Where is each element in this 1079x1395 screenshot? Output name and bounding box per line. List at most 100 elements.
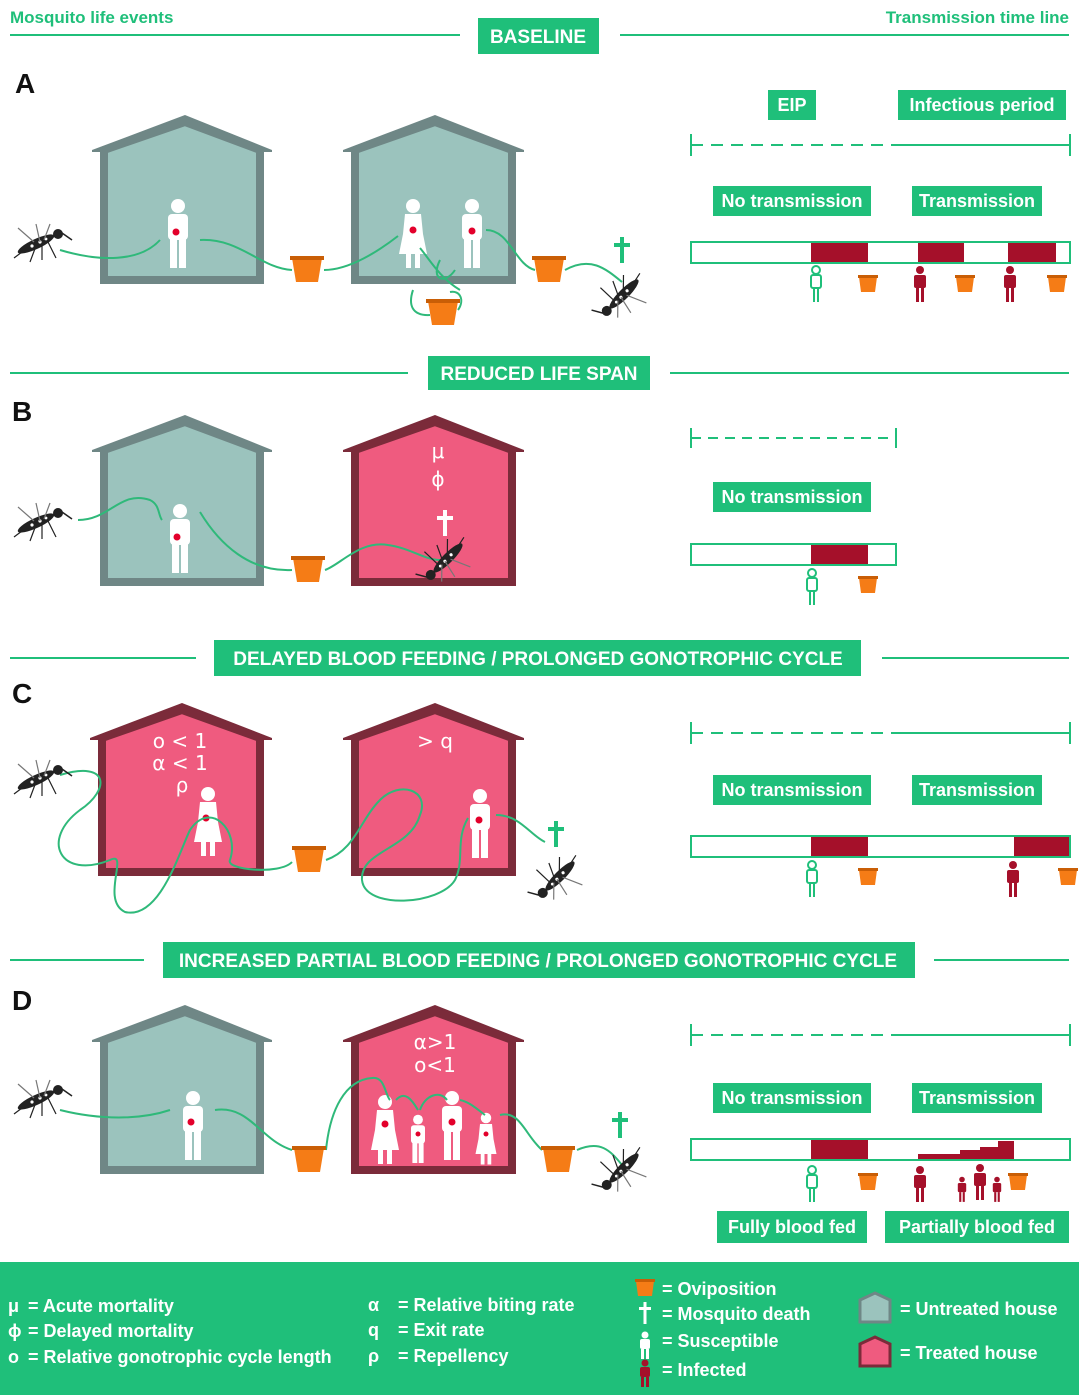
susceptible-icon (810, 265, 822, 303)
infectious-period-box (898, 90, 1066, 120)
partially-blood-fed-label: Partially blood fed (899, 1217, 1055, 1237)
susceptible-icon (640, 1331, 650, 1359)
eip-label-box (768, 90, 816, 120)
oviposition-icon (292, 1146, 326, 1172)
untreated-house-icon (92, 415, 272, 586)
legend-text: = Acute mortality (28, 1296, 174, 1316)
legend-text: = Oviposition (662, 1279, 777, 1299)
dead-mosquito-icon (583, 1142, 653, 1200)
infected-icon (914, 266, 926, 302)
legend-text: = Susceptible (662, 1331, 779, 1351)
oviposition-icon (1008, 1173, 1028, 1190)
house-symbol: α < 1 (152, 751, 207, 775)
oviposition-icon (858, 868, 878, 885)
house-symbol: > q (417, 729, 453, 753)
timeline-bar (690, 241, 1071, 264)
house-symbol: o < 1 (153, 729, 207, 753)
transmission-label: Transmission (919, 1088, 1035, 1108)
infectious-period-label: Infectious period (909, 95, 1054, 115)
section-title: DELAYED BLOOD FEEDING / PROLONGED GONOTR… (233, 649, 842, 670)
timeline-bar (690, 835, 1071, 858)
legend-panel (0, 1262, 1079, 1395)
legend-text: = Untreated house (900, 1299, 1058, 1319)
section-title-box (214, 640, 861, 676)
infected-icon (1004, 266, 1016, 302)
legend-text: = Treated house (900, 1343, 1038, 1363)
oviposition-icon (1047, 275, 1067, 292)
house-symbol: α>1 (414, 1030, 457, 1054)
legend-text: = Relative gonotrophic cycle length (28, 1347, 332, 1367)
untreated-house-icon (92, 1005, 272, 1174)
oviposition-icon (635, 1279, 655, 1296)
oviposition-icon (858, 576, 878, 593)
cross-icon (614, 237, 630, 263)
section-title-box (478, 18, 599, 54)
legend-text: = Exit rate (398, 1320, 485, 1340)
infected-icon (640, 1359, 650, 1387)
cross-icon (639, 1302, 651, 1324)
susceptible-icon (806, 860, 818, 898)
oviposition-icon (292, 846, 326, 872)
oviposition-icon (532, 256, 566, 282)
section-title-box (163, 942, 915, 978)
no-transmission-box (713, 186, 871, 216)
house-symbol: μ (432, 439, 445, 463)
legend-symbol: q (368, 1320, 379, 1340)
treated-house-icon (343, 415, 524, 586)
untreated-house-icon (343, 115, 524, 284)
oviposition-icon (858, 1173, 878, 1190)
left-header: Mosquito life events (10, 8, 173, 27)
transmission-label: Transmission (919, 191, 1035, 211)
section-title: BASELINE (490, 27, 586, 48)
house-symbol: ρ (176, 773, 189, 797)
transmission-box (912, 186, 1042, 216)
oviposition-icon (858, 275, 878, 292)
oviposition-icon (291, 556, 325, 582)
fully-blood-fed-label: Fully blood fed (728, 1217, 856, 1237)
susceptible-icon (806, 568, 818, 606)
oviposition-icon (1058, 868, 1078, 885)
mosquito-icon (13, 759, 73, 799)
mosquito-icon (13, 1079, 73, 1119)
house-symbol: ϕ (431, 467, 444, 491)
infected-icon (992, 1176, 1002, 1202)
legend-symbol: ρ (368, 1346, 379, 1366)
house-symbol: o<1 (414, 1053, 456, 1077)
susceptible-icon (806, 1165, 818, 1203)
infected-icon (974, 1164, 986, 1200)
untreated-house-icon (858, 1291, 892, 1324)
panel-letter: B (12, 396, 32, 427)
legend-symbol: ϕ (8, 1321, 22, 1341)
infected-icon (914, 1166, 926, 1202)
treated-house-icon (90, 703, 272, 876)
mosquito-icon (13, 223, 73, 263)
cross-icon (548, 821, 564, 847)
oviposition-icon (290, 256, 324, 282)
legend-text: = Repellency (398, 1346, 509, 1366)
right-header: Transmission time line (886, 8, 1069, 27)
no-transmission-label: No transmission (721, 487, 862, 507)
no-transmission-label: No transmission (721, 191, 862, 211)
infected-icon (957, 1176, 967, 1202)
dead-mosquito-icon (519, 850, 589, 908)
legend-text: = Mosquito death (662, 1304, 811, 1324)
cross-icon (612, 1112, 628, 1138)
no-transmission-label: No transmission (721, 1088, 862, 1108)
legend: μ = Acute mortality ϕ = Delayed mortalit… (8, 1279, 1058, 1387)
legend-text: = Delayed mortality (28, 1321, 194, 1341)
oviposition-icon (541, 1146, 575, 1172)
legend-text: = Relative biting rate (398, 1295, 575, 1315)
panel-letter: A (15, 68, 35, 99)
section-title: REDUCED LIFE SPAN (440, 364, 637, 385)
infected-icon (1007, 861, 1019, 897)
eip-label: EIP (777, 95, 806, 115)
panel-letter: C (12, 678, 32, 709)
section-title: INCREASED PARTIAL BLOOD FEEDING / PROLON… (179, 951, 897, 972)
legend-symbol: μ (8, 1296, 19, 1316)
treated-house-icon (858, 1335, 892, 1368)
oviposition-icon (426, 299, 460, 325)
section-title-box (428, 356, 650, 390)
panel-letter: D (12, 985, 32, 1016)
legend-symbol: α (368, 1295, 379, 1315)
